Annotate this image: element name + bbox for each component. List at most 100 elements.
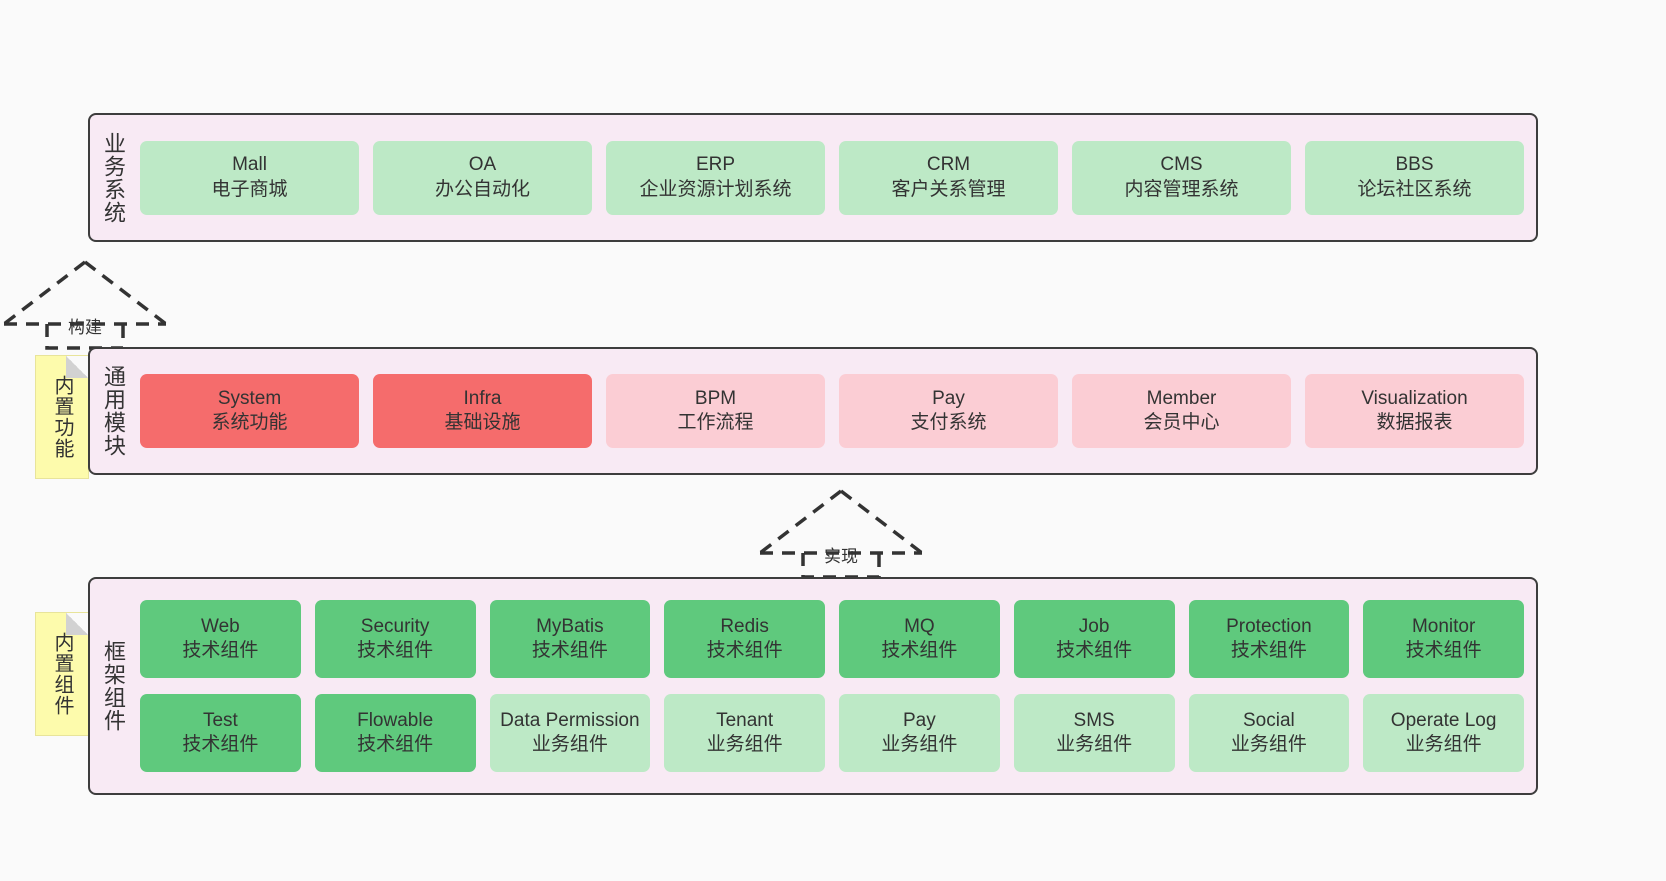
- component-card-subtitle: 工作流程: [677, 412, 754, 433]
- component-card-name: Monitor: [1411, 615, 1476, 637]
- component-card-name: Infra: [463, 387, 502, 409]
- component-card-name: CMS: [1160, 154, 1203, 176]
- component-card-name: Operate Log: [1390, 709, 1497, 731]
- component-card[interactable]: Social 业务组件: [1188, 694, 1350, 772]
- component-card-subtitle: 论坛社区系统: [1357, 178, 1472, 200]
- component-card[interactable]: Redis 技术组件: [664, 600, 825, 678]
- component-card-subtitle: 基础设施: [444, 412, 521, 433]
- layer-modules-body: System 系统功能 Infra 基础设施 BPM 工作流程 Pay 支付系统 Member 会…: [136, 349, 1536, 473]
- component-card[interactable]: System 系统功能: [140, 374, 359, 448]
- component-card[interactable]: BPM 工作流程: [606, 374, 825, 448]
- component-card-subtitle: 技术组件: [1056, 640, 1133, 661]
- component-card[interactable]: Protection 技术组件: [1188, 600, 1350, 678]
- note-builtin-features: 内置功能: [35, 355, 89, 479]
- component-card-name: Protection: [1226, 615, 1312, 637]
- component-card[interactable]: Flowable 技术组件: [314, 694, 476, 772]
- component-card-subtitle: 技术组件: [182, 640, 259, 661]
- connector-build: 构建: [0, 258, 170, 350]
- note-builtin-components-label: 内置组件: [51, 632, 73, 716]
- component-card-name: Redis: [720, 615, 769, 637]
- component-card[interactable]: Monitor 技术组件: [1363, 600, 1524, 678]
- component-card-subtitle: 技术组件: [1230, 640, 1307, 661]
- component-card-subtitle: 业务组件: [531, 734, 608, 755]
- component-card-name: Pay: [903, 709, 936, 731]
- component-card-name: MQ: [904, 615, 935, 637]
- component-card[interactable]: Member 会员中心: [1072, 374, 1291, 448]
- note-builtin-components: 内置组件: [35, 612, 89, 736]
- component-card-name: Flowable: [357, 709, 434, 731]
- component-card-name: Job: [1078, 615, 1110, 637]
- component-card[interactable]: SMS 业务组件: [1013, 694, 1175, 772]
- connector-implement-shape: [758, 489, 924, 579]
- component-card-name: MyBatis: [536, 615, 604, 637]
- component-card-subtitle: 业务组件: [1230, 734, 1307, 755]
- component-card-subtitle: 技术组件: [706, 640, 783, 661]
- component-card-subtitle: 支付系统: [910, 412, 987, 433]
- component-card-name: Test: [202, 709, 238, 731]
- component-card-subtitle: 技术组件: [357, 734, 434, 755]
- component-card-subtitle: 客户关系管理: [891, 178, 1006, 200]
- component-card[interactable]: Data Permission 业务组件: [489, 694, 651, 772]
- component-card[interactable]: Operate Log 业务组件: [1363, 694, 1524, 772]
- component-card-subtitle: 企业资源计划系统: [639, 178, 792, 200]
- framework-card-row-2: Test 技术组件 Flowable 技术组件 Data Permission 业务组件 T…: [140, 694, 1524, 772]
- component-card[interactable]: Job 技术组件: [1013, 600, 1175, 678]
- component-card-subtitle: 业务组件: [1405, 734, 1482, 755]
- component-card[interactable]: Web 技术组件: [140, 600, 301, 678]
- component-card-name: SMS: [1073, 709, 1115, 731]
- component-card-subtitle: 电子商城: [211, 178, 288, 200]
- component-card[interactable]: Pay 支付系统: [839, 374, 1058, 448]
- modules-card-row: System 系统功能 Infra 基础设施 BPM 工作流程 Pay 支付系统 Member 会…: [140, 374, 1524, 448]
- layer-business-title: 业务系统: [100, 131, 126, 224]
- component-card-name: Mall: [232, 154, 267, 176]
- component-card-name: Social: [1243, 709, 1295, 731]
- component-card[interactable]: Visualization 数据报表: [1305, 374, 1524, 448]
- component-card-name: Visualization: [1361, 387, 1468, 409]
- component-card-name: Web: [201, 615, 240, 637]
- component-card-subtitle: 会员中心: [1143, 412, 1220, 433]
- component-card-subtitle: 技术组件: [1405, 640, 1482, 661]
- component-card-subtitle: 技术组件: [182, 734, 259, 755]
- component-card-subtitle: 技术组件: [881, 640, 958, 661]
- component-card-subtitle: 办公自动化: [434, 178, 530, 200]
- component-card-name: CRM: [926, 154, 971, 176]
- component-card-name: Member: [1146, 387, 1217, 409]
- component-card-subtitle: 技术组件: [357, 640, 434, 661]
- connector-build-shape: [2, 260, 168, 350]
- component-card[interactable]: MQ 技术组件: [839, 600, 1000, 678]
- component-card-name: Tenant: [716, 709, 774, 731]
- component-card-subtitle: 技术组件: [531, 640, 608, 661]
- component-card-name: Data Permission: [500, 709, 640, 731]
- component-card[interactable]: Infra 基础设施: [373, 374, 592, 448]
- component-card[interactable]: Test 技术组件: [140, 694, 301, 772]
- component-card-subtitle: 业务组件: [1056, 734, 1133, 755]
- component-card-name: Pay: [932, 387, 965, 409]
- note-builtin-features-label: 内置功能: [51, 375, 73, 459]
- connector-implement: 实现: [756, 487, 926, 579]
- connector-implement-label: 实现: [824, 547, 858, 566]
- component-card-subtitle: 系统功能: [211, 412, 288, 433]
- component-card[interactable]: MyBatis 技术组件: [489, 600, 651, 678]
- layer-modules-title: 通用模块: [100, 365, 126, 457]
- component-card-name: BBS: [1395, 154, 1434, 176]
- layer-common-modules: 通用模块 System 系统功能 Infra 基础设施 BPM 工作流程 Pay 支付系统 Me…: [88, 347, 1538, 475]
- component-card-name: System: [217, 387, 282, 409]
- component-card-subtitle: 数据报表: [1376, 412, 1453, 433]
- component-card-name: ERP: [695, 154, 736, 176]
- component-card-name: BPM: [694, 387, 737, 409]
